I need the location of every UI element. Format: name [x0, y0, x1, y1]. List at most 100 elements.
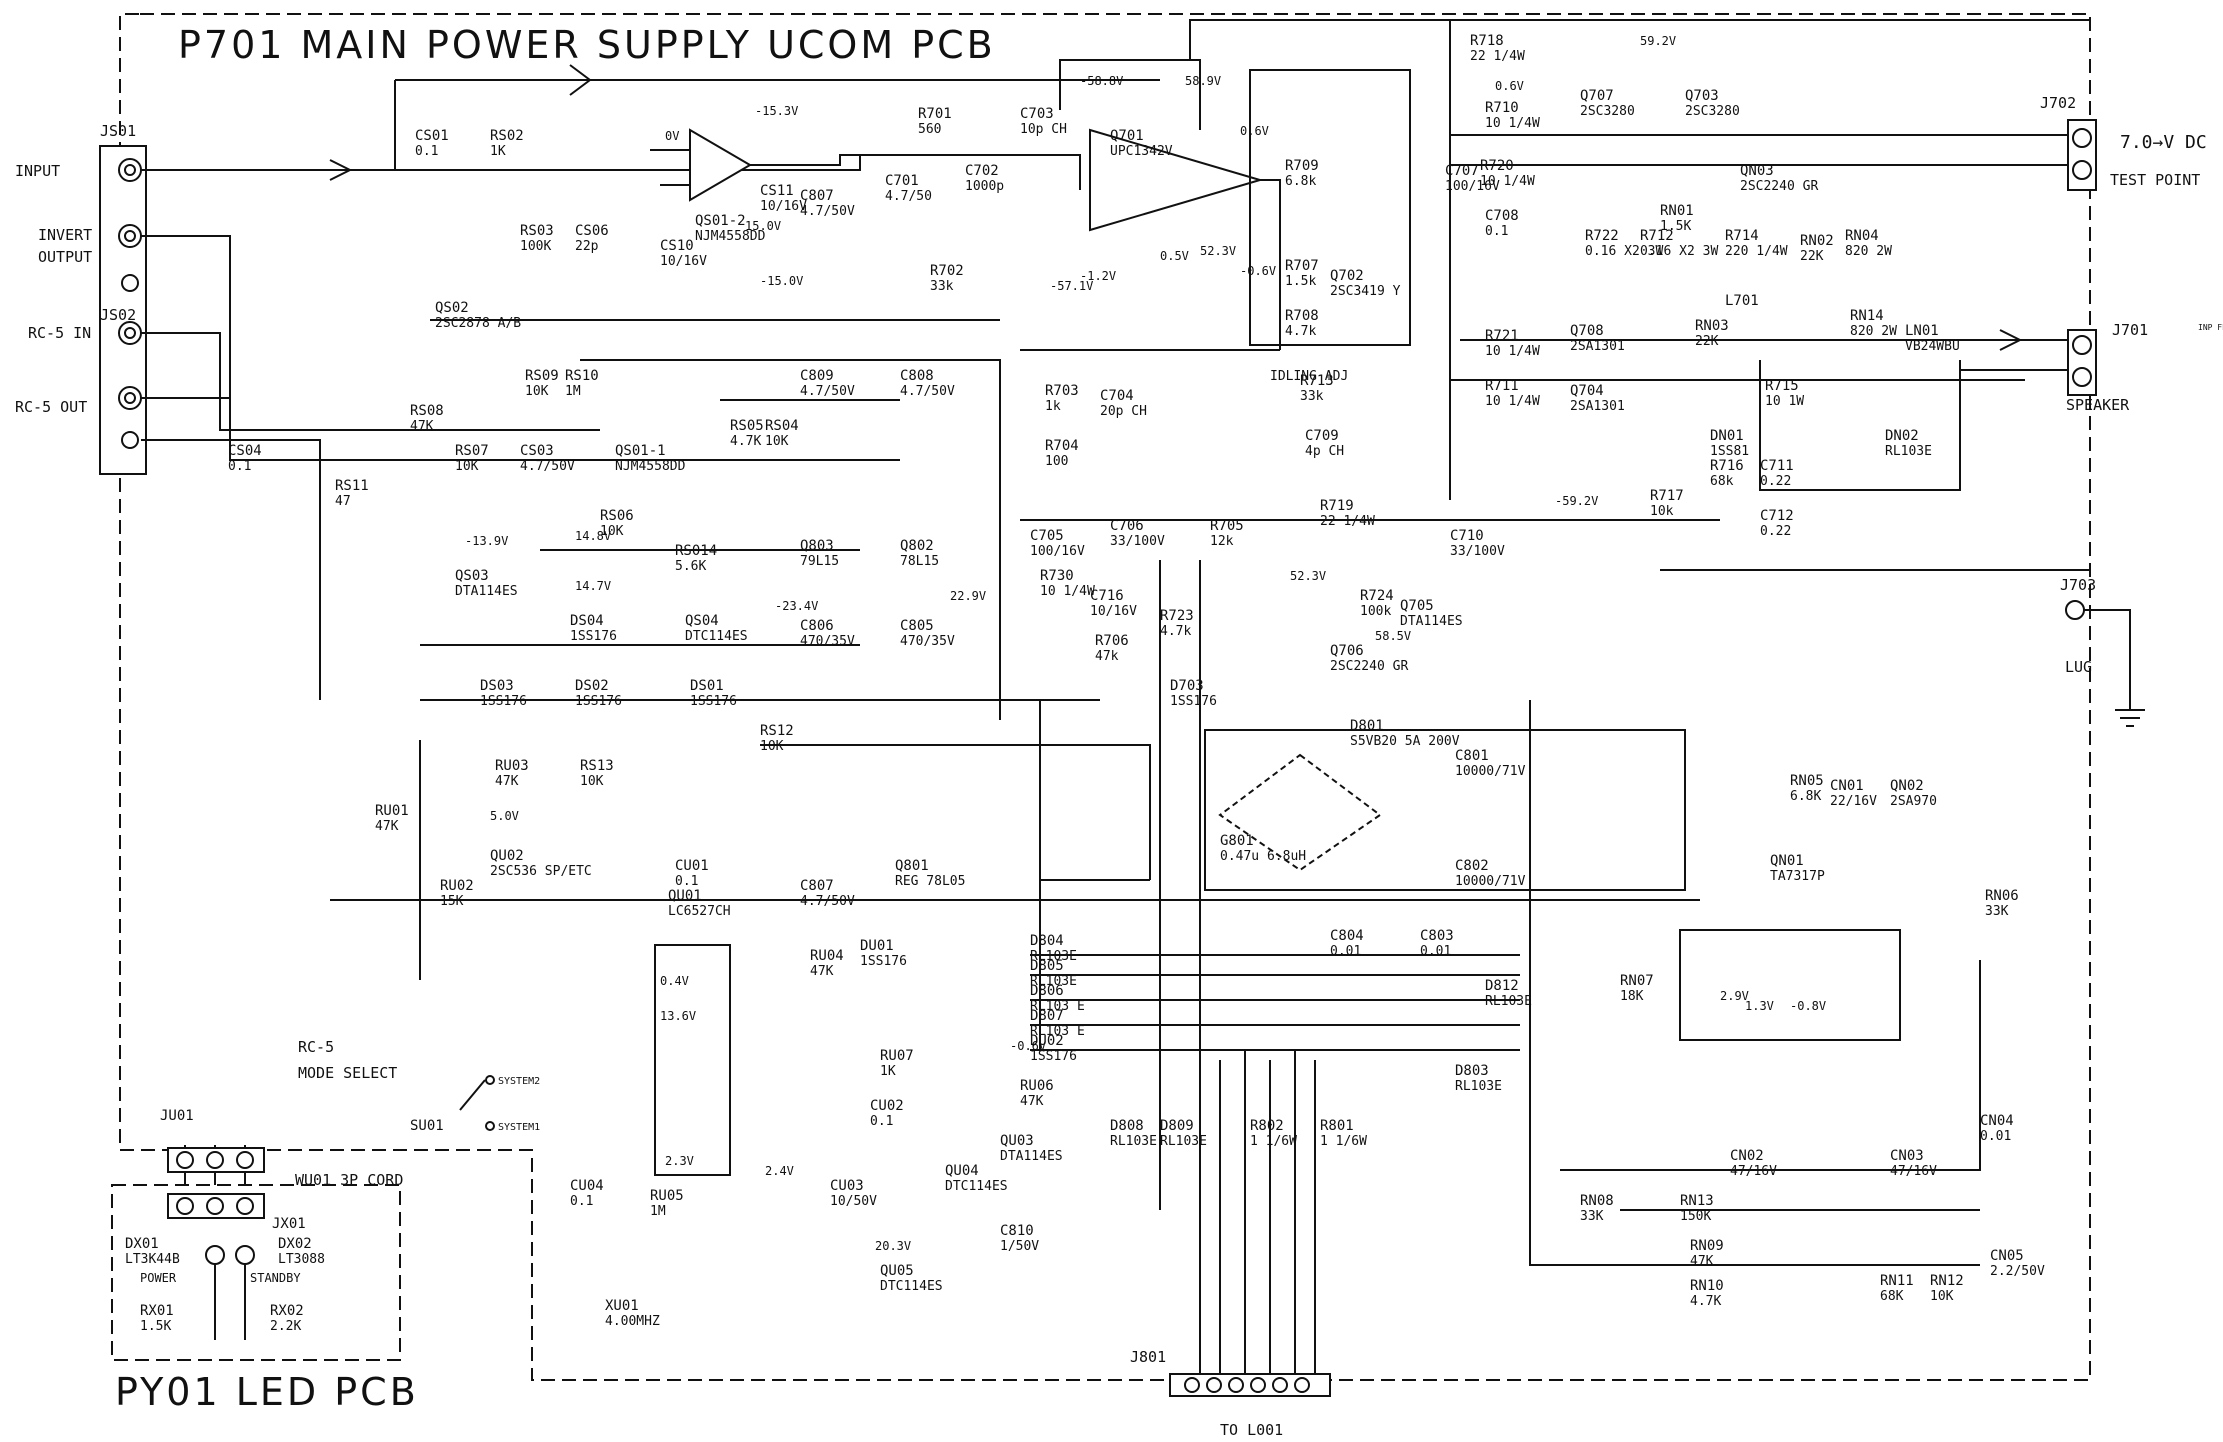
idling-adj-label: IDLING ADJ — [1270, 369, 1348, 384]
part-value-c810: 1/50V — [1000, 1239, 1039, 1254]
voltage-label: 2.4V — [765, 1164, 794, 1178]
part-value-c708: 0.1 — [1485, 224, 1508, 239]
part-ref-qu01: QU01 — [668, 888, 702, 904]
lug-label: LUG — [2065, 658, 2092, 676]
voltage-label: 2.9V — [1720, 989, 1749, 1003]
part-value-ru01: 47K — [375, 819, 399, 834]
led-pcb-boundary — [111, 1184, 401, 1361]
part-value-dx01: LT3K44B — [125, 1252, 180, 1267]
part-value-ru06: 47K — [1020, 1094, 1044, 1109]
j801-connector — [1169, 1373, 1331, 1397]
part-ref-rx01: RX01 — [140, 1303, 174, 1319]
speaker-label: SPEAKER — [2066, 396, 2130, 414]
voltage-label: 5.0V — [490, 809, 519, 823]
part-ref-c706: C706 — [1110, 518, 1144, 534]
part-ref-c803: C803 — [1420, 928, 1454, 944]
input-label: INPUT — [15, 162, 60, 180]
part-ref-ru02: RU02 — [440, 878, 474, 894]
voltage-label: 1.3V — [1745, 999, 1774, 1013]
led-pcb-title: PY01 LED PCB — [115, 1370, 419, 1414]
part-ref-qn03: QN03 — [1740, 163, 1774, 179]
part-ref-rs10: RS10 — [565, 368, 599, 384]
part-value-c706: 33/100V — [1110, 534, 1165, 549]
part-ref-c804: C804 — [1330, 928, 1364, 944]
part-value-ru07: 1K — [880, 1064, 896, 1079]
part-value-c703: 10p CH — [1020, 122, 1067, 137]
part-ref-ru07: RU07 — [880, 1048, 914, 1064]
part-ref-qu05: QU05 — [880, 1263, 914, 1279]
part-ref-cs04: CS04 — [228, 443, 262, 459]
jx01-label: JX01 — [272, 1216, 306, 1232]
part-ref-qu03: QU03 — [1000, 1133, 1034, 1149]
part-value-rs02: 1K — [490, 144, 506, 159]
part-value-c802: 10000/71V — [1455, 874, 1526, 889]
output-label: OUTPUT — [38, 248, 92, 266]
part-value-qs03: DTA114ES — [455, 584, 518, 599]
part-ref-ru03: RU03 — [495, 758, 529, 774]
part-ref-rs12: RS12 — [760, 723, 794, 739]
part-value-c805: 470/35V — [900, 634, 955, 649]
part-value-dn01: 1SS81 — [1710, 444, 1749, 459]
part-ref-r711: R711 — [1485, 378, 1519, 394]
part-value-ds03: 1SS176 — [480, 694, 527, 709]
part-ref-dn01: DN01 — [1710, 428, 1744, 444]
part-ref-q801: Q801 — [895, 858, 929, 874]
part-ref-r723: R723 — [1160, 608, 1194, 624]
part-ref-rn14: RN14 — [1850, 308, 1884, 324]
part-ref-c705: C705 — [1030, 528, 1064, 544]
voltage-label: 58.9V — [1185, 74, 1221, 88]
part-ref-r715: R715 — [1765, 378, 1799, 394]
voltage-label: -1.2V — [1080, 269, 1116, 283]
part-value-cs01: 0.1 — [415, 144, 438, 159]
part-ref-d805: D805 — [1030, 958, 1064, 974]
part-ref-r724: R724 — [1360, 588, 1394, 604]
part-value-du01: 1SS176 — [860, 954, 907, 969]
part-ref-c805: C805 — [900, 618, 934, 634]
rc5-in-label: RC-5 IN — [28, 324, 91, 342]
part-value-rn02: 22K — [1800, 249, 1824, 264]
part-value-ru02: 15K — [440, 894, 464, 909]
part-value-q708: 2SA1301 — [1570, 339, 1625, 354]
part-ref-r709: R709 — [1285, 158, 1319, 174]
part-value-qn02: 2SA970 — [1890, 794, 1937, 809]
part-ref-q706: Q706 — [1330, 643, 1364, 659]
part-ref-q705: Q705 — [1400, 598, 1434, 614]
voltage-label: 2.3V — [665, 1154, 694, 1168]
part-value-r708: 4.7k — [1285, 324, 1316, 339]
part-value-qs02: 2SC2878 A/B — [435, 316, 521, 331]
part-value-r716: 68k — [1710, 474, 1734, 489]
part-value-qu03: DTA114ES — [1000, 1149, 1063, 1164]
part-value-rn12: 10K — [1930, 1289, 1954, 1304]
part-ref-cn03: CN03 — [1890, 1148, 1924, 1164]
part-value-cs11: 10/16V — [760, 199, 807, 214]
